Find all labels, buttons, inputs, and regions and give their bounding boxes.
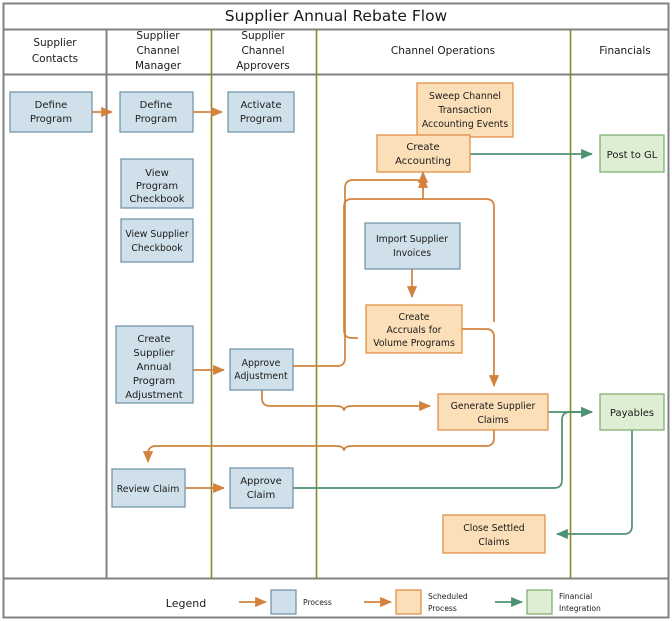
node-activate-program[interactable]: Activate Program: [227, 91, 295, 133]
legend-item-process[interactable]: Process: [239, 589, 332, 615]
lane-label-line: Approvers: [236, 60, 289, 72]
node-view-program-checkbook[interactable]: View Program Checkbook: [120, 158, 194, 209]
node-define-program-manager[interactable]: Define Program: [119, 91, 194, 133]
node-label-line: Close Settled: [463, 523, 524, 534]
node-label-line: Annual: [137, 362, 172, 373]
lane-label-line: Supplier: [241, 30, 285, 42]
node-label-line: Sweep Channel: [429, 91, 501, 102]
node-label-line: Program: [240, 114, 282, 125]
node-label-line: Adjustment: [234, 371, 288, 382]
legend-label-line: Integration: [559, 604, 601, 613]
node-label-line: Define: [35, 100, 68, 111]
node-label-line: Volume Programs: [373, 338, 455, 349]
node-label-line: Create: [137, 334, 170, 345]
lane-header-channel-operations: Channel Operations: [391, 45, 495, 57]
node-label-line: Activate: [241, 100, 282, 111]
node-label-line: Program: [136, 181, 178, 192]
node-label-line: Claim: [247, 490, 275, 501]
lane-header-supplier-contacts: Supplier Contacts: [32, 37, 78, 65]
node-label-line: Define: [140, 100, 173, 111]
legend-item-scheduled-process[interactable]: Scheduled Process: [364, 589, 468, 615]
node-sweep-channel-transaction-accounting-events[interactable]: Sweep Channel Transaction Accounting Eve…: [416, 82, 514, 138]
node-label-line: Adjustment: [125, 390, 182, 401]
legend-title: Legend: [166, 597, 206, 610]
edge-accruals-to-claims: [462, 328, 500, 388]
lane-header-supplier-channel-manager: Supplier Channel Manager: [135, 30, 182, 72]
lane-header-supplier-channel-approvers: Supplier Channel Approvers: [236, 30, 289, 72]
legend-label-line: Process: [428, 604, 457, 613]
legend-swatch-scheduled: [395, 589, 422, 615]
node-label-line: Claims: [478, 537, 509, 548]
node-review-claim[interactable]: Review Claim: [111, 468, 186, 508]
node-label-line: Payables: [610, 408, 654, 419]
legend-item-financial-integration[interactable]: Financial Integration: [495, 589, 601, 615]
node-label-line: Review Claim: [117, 484, 180, 495]
node-create-accounting[interactable]: Create Accounting: [376, 134, 471, 173]
lane-dividers: [105, 30, 572, 578]
legend-swatch-financial: [526, 589, 553, 615]
lane-label-line: Supplier: [33, 37, 77, 49]
node-label-line: Program: [133, 376, 175, 387]
node-label-line: Post to GL: [607, 150, 658, 161]
node-label-line: Checkbook: [131, 243, 183, 254]
node-label-line: View Supplier: [125, 229, 188, 240]
node-import-supplier-invoices[interactable]: Import Supplier Invoices: [364, 222, 461, 270]
connectors: [92, 106, 633, 540]
lane-label-line: Contacts: [32, 53, 78, 65]
node-label-line: Import Supplier: [376, 234, 448, 245]
node-label-line: Supplier: [133, 348, 175, 359]
node-define-program-contact[interactable]: Define Program: [9, 91, 93, 133]
node-label-line: Invoices: [393, 248, 431, 259]
lane-label-line: Channel: [241, 45, 284, 57]
diagram-title: Supplier Annual Rebate Flow: [225, 7, 448, 25]
node-view-supplier-checkbook[interactable]: View Supplier Checkbook: [120, 218, 194, 263]
node-label-line: Approve: [240, 476, 282, 487]
legend-label-line: Process: [303, 598, 332, 607]
node-label-line: Accounting Events: [422, 119, 509, 130]
node-label-line: Checkbook: [129, 194, 184, 205]
edge-approve-adjustment-to-claims: [261, 390, 432, 412]
node-create-accruals-for-volume-programs[interactable]: Create Accruals for Volume Programs: [365, 304, 463, 354]
node-create-supplier-annual-program-adjustment[interactable]: Create Supplier Annual Program Adjustmen…: [115, 325, 194, 404]
node-label-line: Create: [406, 142, 439, 153]
legend-label-line: Financial: [559, 592, 592, 601]
node-label-line: Accruals for: [387, 325, 442, 336]
node-approve-claim[interactable]: Approve Claim: [229, 467, 294, 509]
lane-label-line: Manager: [135, 60, 182, 72]
edge-accounting-loop: [343, 198, 495, 339]
edge-claims-to-review: [142, 430, 495, 464]
node-label-line: Transaction: [437, 105, 491, 116]
edge-payables-to-close-claims: [555, 430, 633, 540]
node-label-line: Claims: [477, 415, 508, 426]
legend-label-line: Scheduled: [428, 592, 468, 601]
node-approve-adjustment[interactable]: Approve Adjustment: [229, 348, 294, 391]
node-payables[interactable]: Payables: [599, 393, 665, 431]
node-label-line: Program: [30, 114, 72, 125]
node-label-line: Create: [399, 312, 430, 323]
legend: Legend Process Scheduled Process Financi…: [166, 589, 601, 615]
node-close-settled-claims[interactable]: Close Settled Claims: [442, 514, 546, 554]
edge-approveclaim-to-payables: [293, 406, 594, 489]
node-label-line: View: [145, 168, 169, 179]
node-post-to-gl[interactable]: Post to GL: [599, 134, 665, 173]
legend-swatch-process: [270, 589, 297, 615]
node-label-line: Program: [135, 114, 177, 125]
node-label-line: Approve: [242, 358, 281, 369]
node-label-line: Accounting: [395, 156, 451, 167]
lane-label-line: Supplier: [136, 30, 180, 42]
lane-label-line: Channel: [136, 45, 179, 57]
node-generate-supplier-claims[interactable]: Generate Supplier Claims: [437, 393, 549, 431]
node-label-line: Generate Supplier: [451, 401, 536, 412]
lane-header-financials: Financials: [599, 45, 650, 57]
